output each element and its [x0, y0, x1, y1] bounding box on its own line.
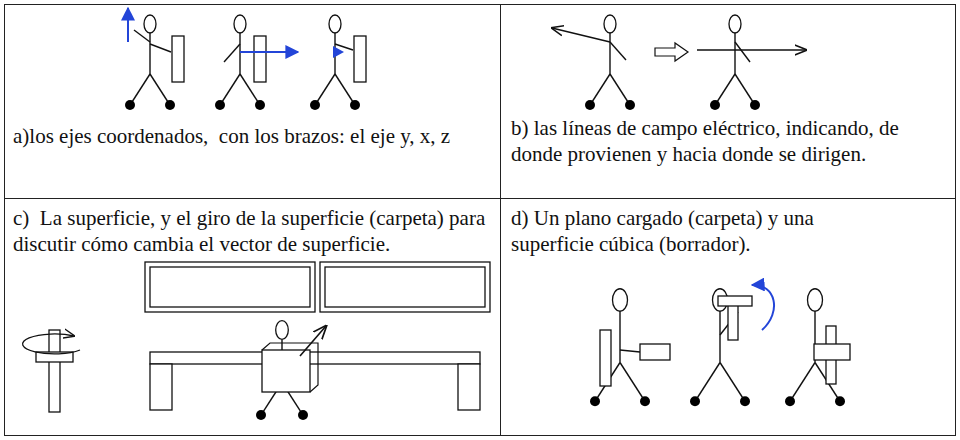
surface-vector: [300, 326, 326, 356]
figure-leg: [720, 363, 743, 398]
figure-foot: [310, 100, 320, 110]
cell-caption: c) La superficie, y el giro de la superf…: [13, 205, 491, 257]
figure-body: [609, 33, 610, 74]
charged-plane: [600, 330, 611, 386]
figure-leg: [335, 74, 353, 102]
figure-leg: [620, 363, 643, 398]
figure-head: [613, 289, 628, 312]
figure-leg: [717, 74, 735, 102]
arm-line: [735, 42, 750, 62]
figure-foot: [256, 410, 266, 420]
figure-foot: [750, 100, 760, 110]
figure-foot: [835, 396, 845, 406]
desk-top: [150, 352, 480, 364]
figure-leg: [592, 74, 610, 102]
figure-body: [149, 33, 150, 74]
figure-leg: [317, 74, 335, 102]
figure-leg: [698, 363, 721, 398]
figure-foot: [215, 100, 225, 110]
cell-caption: a)los ejes coordenados, con los brazos: …: [13, 123, 461, 149]
figure-foot: [590, 396, 600, 406]
figure-leg: [150, 74, 168, 102]
whiteboard-frame: [325, 267, 485, 307]
rotation-arrow: [752, 285, 774, 330]
figure-leg: [793, 363, 816, 398]
whiteboard: [145, 262, 315, 312]
transition-arrow: [655, 43, 688, 61]
figure-body: [734, 33, 735, 74]
cubic-surface: [640, 344, 670, 360]
figure-foot: [625, 100, 635, 110]
figure-body: [239, 33, 240, 74]
rotation-arrow: [23, 334, 80, 354]
figure-foot: [710, 100, 720, 110]
figure-head: [234, 15, 246, 33]
folder-plane: [172, 36, 184, 82]
figure-foot: [255, 100, 265, 110]
cell-caption: b) las líneas de campo eléctrico, indica…: [511, 115, 915, 167]
arm-line: [150, 44, 171, 52]
figure-leg: [132, 74, 150, 102]
figure-foot: [298, 410, 308, 420]
field-line-arrow: [552, 28, 610, 42]
figure-foot: [785, 396, 795, 406]
figure-head: [604, 15, 616, 33]
rotating-plane: [49, 330, 60, 412]
figure-foot: [350, 100, 360, 110]
figure-foot: [585, 100, 595, 110]
figure-leg: [735, 74, 753, 102]
figure-head: [808, 289, 823, 312]
cubic-surface: [814, 344, 850, 360]
cell-caption: d) Un plano cargado (carpeta) y una supe…: [511, 205, 863, 257]
figure-leg: [222, 74, 240, 102]
figure-foot: [125, 100, 135, 110]
figure-foot: [640, 396, 650, 406]
figure-head: [144, 15, 156, 33]
axis-arrow: [240, 51, 298, 53]
figure-body: [619, 311, 620, 362]
whiteboard-frame: [150, 267, 310, 307]
table-cell: d) Un plano cargado (carpeta) y una supe…: [500, 198, 956, 436]
field-line-arrow: [697, 49, 806, 50]
figure-foot: [165, 100, 175, 110]
figure-foot: [740, 396, 750, 406]
axis-arrow: [333, 46, 344, 58]
figure-leg: [610, 74, 628, 102]
folder-plane: [354, 36, 366, 82]
cubic-surface: [718, 296, 752, 306]
figure-body: [719, 311, 720, 362]
folder-plane: [254, 36, 266, 82]
surface-edge: [262, 343, 318, 392]
table-cell: c) La superficie, y el giro de la superf…: [4, 198, 501, 436]
table-cell: b) las líneas de campo eléctrico, indica…: [500, 4, 956, 199]
table-cell: a)los ejes coordenados, con los brazos: …: [4, 4, 501, 199]
arm-line: [620, 350, 640, 352]
whiteboard: [320, 262, 490, 312]
arm-line: [224, 44, 240, 62]
figure-head: [729, 15, 741, 33]
desk-leg: [458, 364, 480, 410]
figure-foot: [690, 396, 700, 406]
figure-head: [329, 15, 341, 33]
arm-line: [134, 30, 150, 42]
surface-square: [262, 350, 310, 392]
axis-arrow: [127, 8, 129, 42]
figure-head: [276, 321, 289, 340]
desk-leg: [150, 364, 172, 410]
arm-line: [610, 42, 626, 60]
